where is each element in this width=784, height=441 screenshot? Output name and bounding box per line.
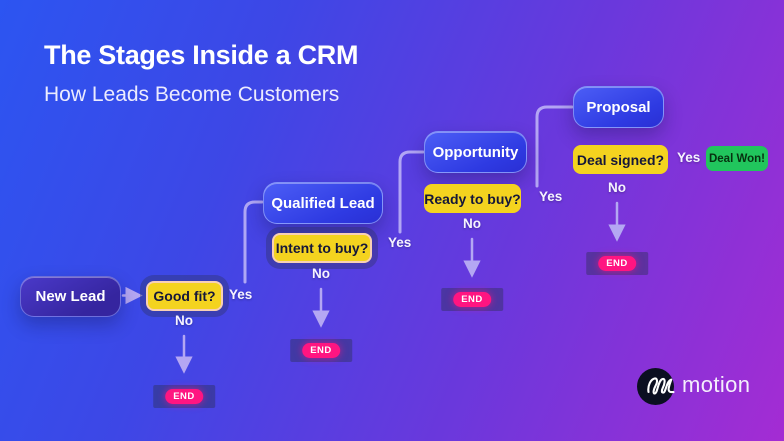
label-no-ready: No xyxy=(463,216,481,231)
decision-ready-to-buy: Ready to buy? xyxy=(424,184,521,213)
motion-logo-text: motion xyxy=(682,372,751,397)
motion-logo-icon xyxy=(637,368,675,405)
end-pill: END xyxy=(598,256,636,271)
label-yes-intent: Yes xyxy=(388,235,412,250)
decision-deal-signed: Deal signed? xyxy=(573,145,668,174)
end-node-good-fit: END xyxy=(153,385,215,408)
stage-proposal: Proposal xyxy=(573,86,664,128)
label-no-intent: No xyxy=(312,266,330,281)
stage-qualified-lead: Qualified Lead xyxy=(263,182,383,224)
connector-yes-proposal xyxy=(535,105,574,188)
end-pill: END xyxy=(302,343,340,358)
label-yes-good-fit: Yes xyxy=(229,287,253,302)
page-title: The Stages Inside a CRM xyxy=(44,40,359,70)
deal-won-badge: Deal Won! xyxy=(706,146,768,171)
page-subtitle: How Leads Become Customers xyxy=(44,83,340,106)
label-yes-ready: Yes xyxy=(539,189,563,204)
end-node-ready: END xyxy=(441,288,503,311)
label-no-signed: No xyxy=(608,180,626,195)
end-node-intent: END xyxy=(290,339,352,362)
end-node-signed: END xyxy=(586,252,648,275)
stage-new-lead: New Lead xyxy=(20,276,121,317)
connector-yes-opportunity xyxy=(398,150,425,234)
connector-yes-qualified-lead xyxy=(243,200,264,284)
label-yes-signed: Yes xyxy=(677,150,701,165)
label-no-good-fit: No xyxy=(175,313,193,328)
decision-good-fit: Good fit? xyxy=(146,281,223,311)
stage-opportunity: Opportunity xyxy=(424,131,527,173)
end-pill: END xyxy=(453,292,491,307)
decision-intent-to-buy: Intent to buy? xyxy=(272,233,372,263)
end-pill: END xyxy=(165,389,203,404)
